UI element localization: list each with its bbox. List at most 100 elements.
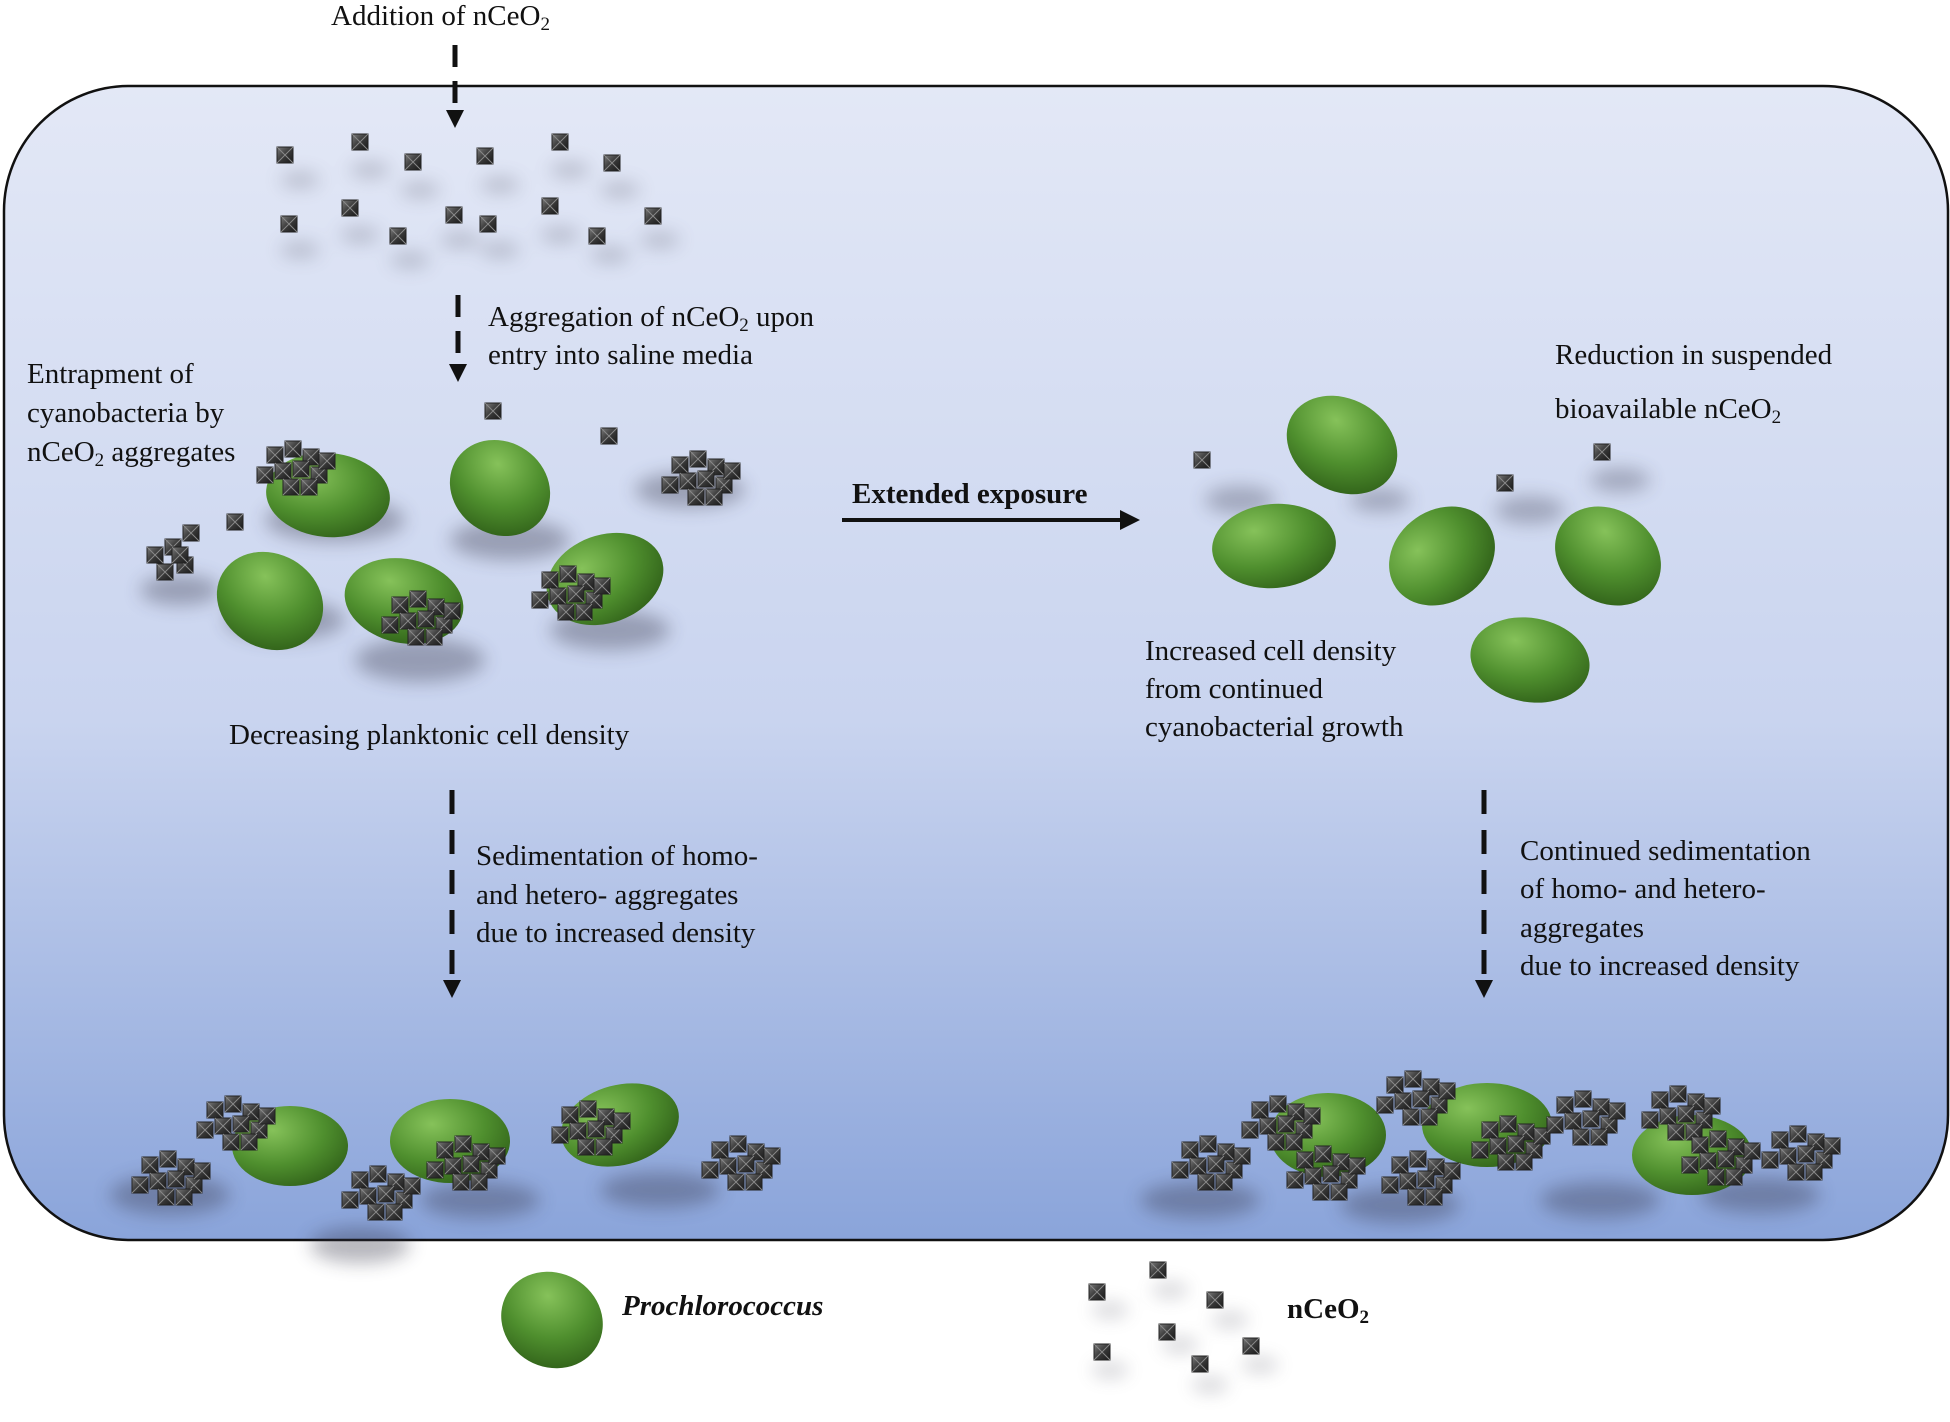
label-increased-line2: from continued <box>1145 673 1323 705</box>
legend-cell-label: Prochlorococcus <box>622 1290 824 1322</box>
shadow <box>140 575 220 605</box>
cell <box>1286 395 1398 495</box>
label-sed-left-line3: due to increased density <box>476 917 756 949</box>
shadow <box>590 247 630 263</box>
shadow <box>540 227 580 243</box>
nceo2-particle <box>1088 1283 1106 1301</box>
nceo2-particle <box>1191 1355 1209 1373</box>
shadow <box>1212 1313 1248 1327</box>
dispersed-particles-top <box>276 133 680 268</box>
shadow <box>280 172 320 188</box>
nceo2-particle <box>476 147 494 165</box>
shadow <box>280 242 320 258</box>
shadow <box>355 638 485 682</box>
nceo2-particle <box>1158 1323 1176 1341</box>
label-addition: Addition of nCeO2 <box>331 0 550 35</box>
cell <box>1470 617 1590 703</box>
label-entrapment-line2: cyanobacteria by <box>27 397 225 429</box>
shadow <box>1350 488 1410 512</box>
label-increased-line3: cyanobacterial growth <box>1145 711 1404 743</box>
label-entrapment-line3: nCeO2 aggregates <box>27 436 236 471</box>
label-aggregation-line1: Aggregation of nCeO2 upon <box>488 301 815 336</box>
shadow <box>480 242 520 258</box>
cell <box>1389 506 1495 606</box>
shadow <box>1700 1177 1820 1213</box>
shadow <box>1152 1283 1188 1297</box>
shadow <box>1092 1303 1128 1317</box>
arrow-aggregation-head <box>449 364 467 382</box>
shadow <box>310 1227 410 1263</box>
shadow <box>480 177 520 193</box>
nceo2-particle <box>1206 1291 1224 1309</box>
sediment-right <box>1140 1071 1840 1223</box>
cell <box>1555 506 1661 606</box>
label-sed-right-line4: due to increased density <box>1520 950 1800 982</box>
shadow <box>390 252 430 268</box>
shadow <box>600 182 640 198</box>
shadow <box>1242 1358 1278 1372</box>
label-sed-right-line1: Continued sedimentation <box>1520 835 1811 867</box>
nceo2-particle <box>389 227 407 245</box>
label-aggregation-line2: entry into saline media <box>488 339 753 371</box>
shadow <box>1590 468 1650 492</box>
nceo2-particle <box>600 427 618 445</box>
shadow <box>501 1271 603 1369</box>
nceo2-particle <box>1149 1261 1167 1279</box>
left-middle-scene <box>140 402 745 682</box>
label-sed-right-line3: aggregates <box>1520 912 1644 944</box>
shadow <box>640 232 680 248</box>
nceo2-particle <box>156 563 174 581</box>
label-reduction-line1: Reduction in suspended <box>1555 339 1833 371</box>
nceo2-particle <box>1593 443 1611 461</box>
shadow <box>1162 1338 1198 1352</box>
arrow-extended-head <box>1120 510 1140 530</box>
shadow <box>1495 496 1565 524</box>
nceo2-particle <box>351 133 369 151</box>
shadow <box>1540 1182 1660 1218</box>
shadow <box>400 182 440 198</box>
nceo2-particle <box>445 206 463 224</box>
shadow <box>440 232 480 248</box>
shadow <box>420 1182 540 1218</box>
label-reduction-line2: bioavailable nCeO2 <box>1555 393 1782 428</box>
nceo2-particle <box>644 207 662 225</box>
nceo2-particle <box>603 154 621 172</box>
nceo2-particle <box>541 197 559 215</box>
shadow <box>450 520 570 560</box>
legend-cell-icon <box>501 1271 603 1369</box>
legend-particle-label: nCeO2 <box>1287 1293 1369 1328</box>
sediment-left <box>110 1083 780 1263</box>
arrow-sed-right-head <box>1475 980 1493 998</box>
shadow <box>1092 1363 1128 1377</box>
nceo2-particle <box>404 153 422 171</box>
nceo2-particle <box>588 227 606 245</box>
label-entrapment-line1: Entrapment of <box>27 358 194 390</box>
nceo2-particle <box>1242 1337 1260 1355</box>
nceo2-particle <box>1093 1343 1111 1361</box>
label-extended-exposure: Extended exposure <box>852 478 1088 510</box>
nceo2-particle <box>1496 474 1514 492</box>
nceo2-particle <box>146 546 164 564</box>
right-middle-scene <box>1193 395 1661 703</box>
nceo2-particle <box>280 215 298 233</box>
label-decreasing: Decreasing planktonic cell density <box>229 719 630 751</box>
nceo2-particle <box>182 524 200 542</box>
nceo2-particle <box>1193 451 1211 469</box>
shadow <box>600 1172 720 1208</box>
medium-container <box>2 84 1950 1242</box>
nceo2-particle <box>171 546 189 564</box>
arrow-addition-head <box>446 110 464 128</box>
arrow-sed-left-head <box>443 980 461 998</box>
shadow <box>1140 1182 1260 1218</box>
cell <box>216 551 324 651</box>
nceo2-particle <box>479 215 497 233</box>
label-increased-line1: Increased cell density <box>1145 635 1397 667</box>
nceo2-particle <box>226 513 244 531</box>
label-sed-left-line1: Sedimentation of homo- <box>476 840 758 872</box>
shadow <box>1192 1378 1228 1392</box>
nceo2-particle <box>276 146 294 164</box>
shadow <box>550 162 590 178</box>
nceo2-particle <box>484 402 502 420</box>
nceo2-particle <box>341 199 359 217</box>
